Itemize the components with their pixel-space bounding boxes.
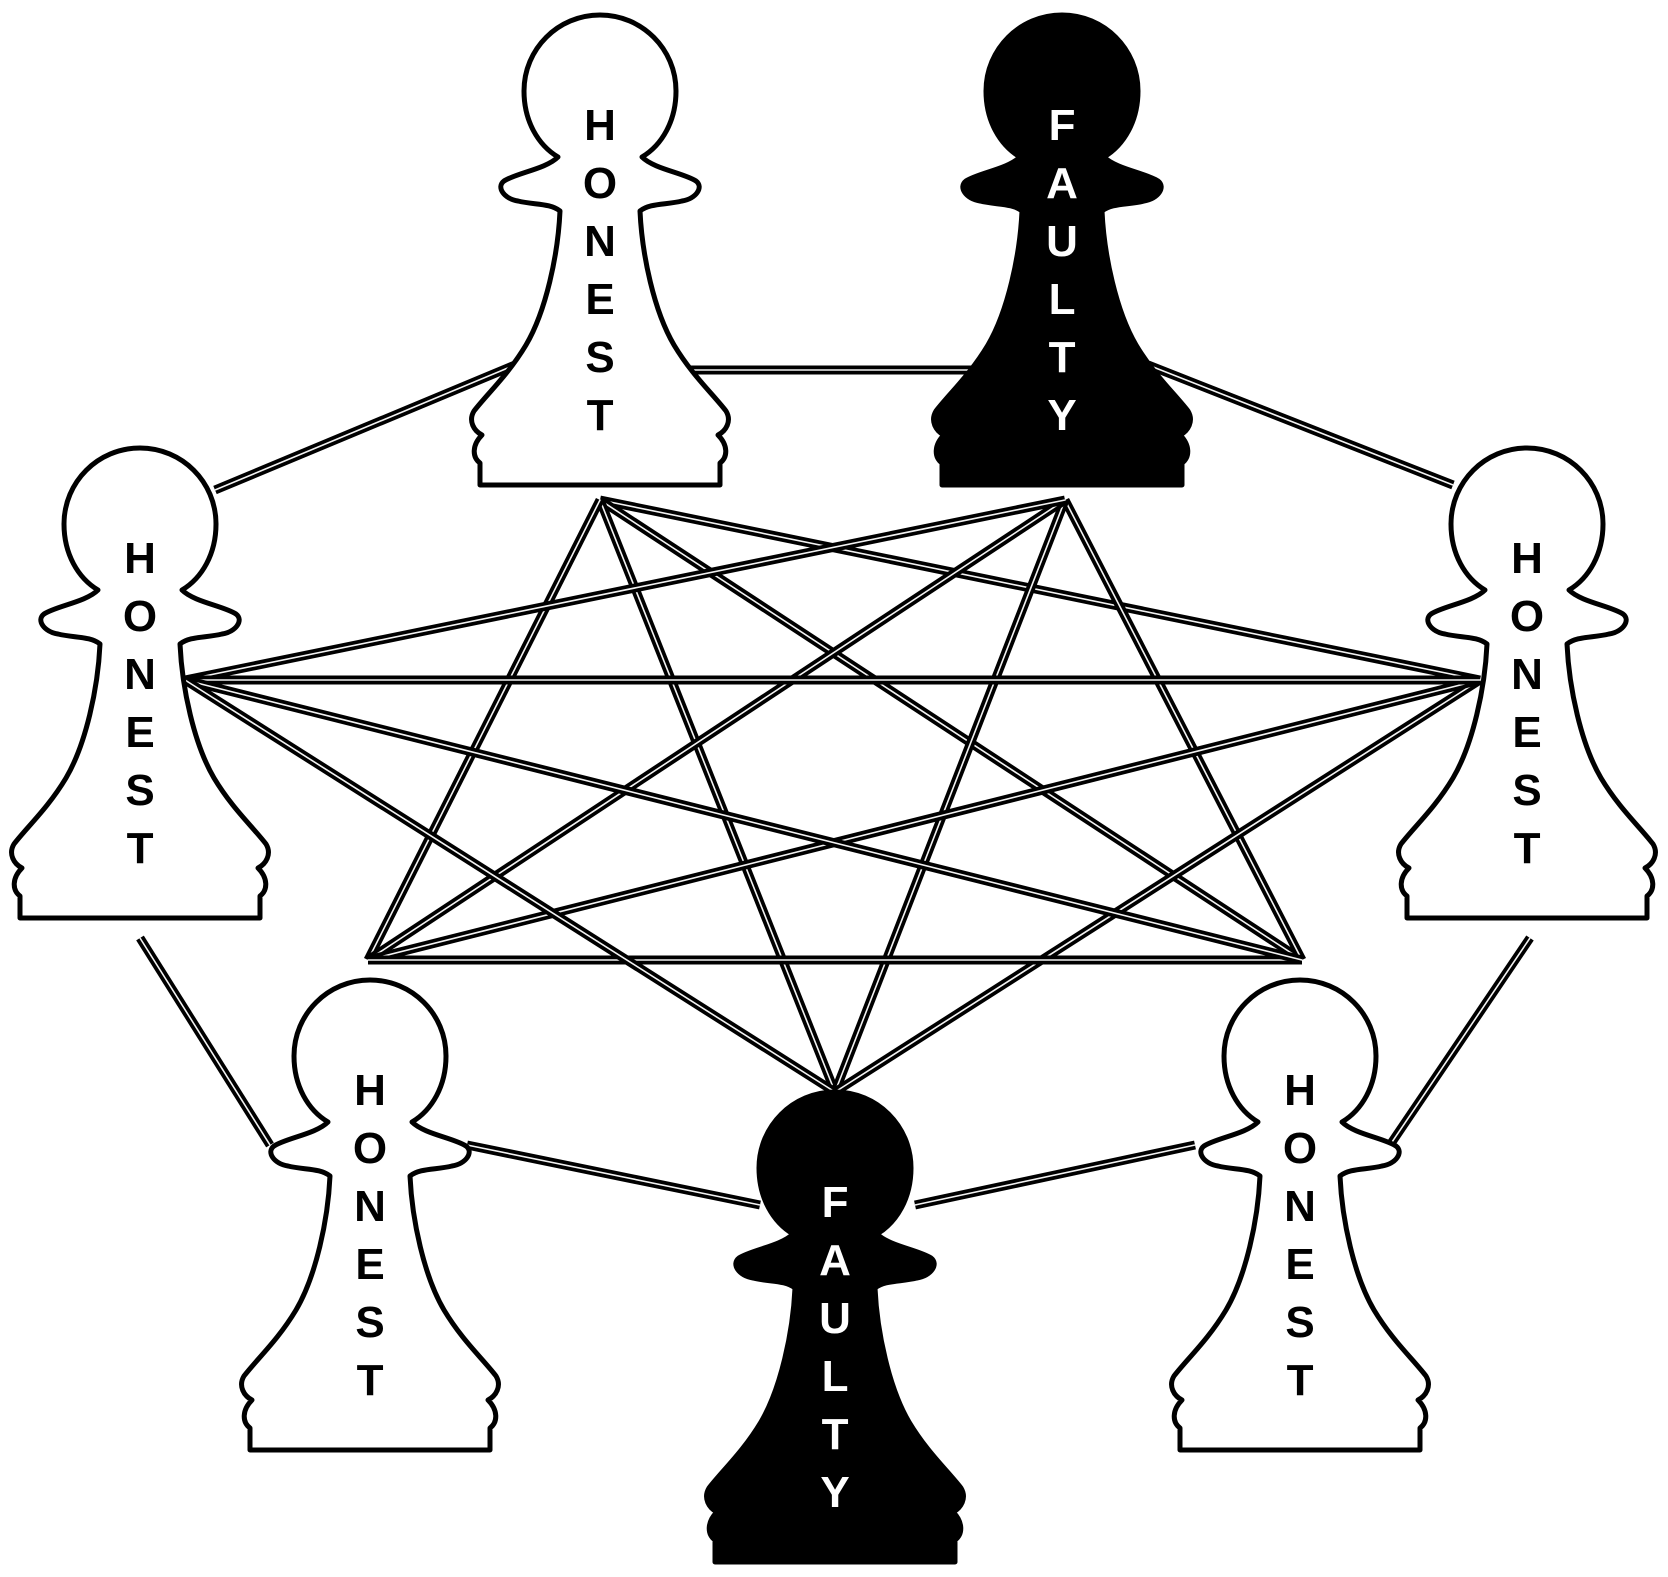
pawn-icon — [9, 445, 271, 921]
edge-top-right-left — [184, 495, 1066, 685]
pawn-icon — [239, 977, 501, 1453]
pawn-icon — [1169, 977, 1431, 1453]
edge-bottom-right-bottom — [914, 1140, 1196, 1210]
edge-bottom-left — [182, 676, 838, 1096]
edge-top-left-bottom — [595, 498, 840, 1094]
edge-bottom-left-left — [136, 935, 274, 1148]
pawn-icon — [931, 12, 1193, 488]
edge-top-left-bottom-left — [363, 497, 605, 963]
edge-right-bottom-right — [1386, 935, 1534, 1148]
edge-top-left-left — [213, 360, 517, 495]
pawn-icon — [704, 1089, 966, 1565]
pawn-icon — [1396, 445, 1658, 921]
edge-right-bottom-left — [366, 675, 1482, 965]
edges — [136, 360, 1534, 1210]
edge-bottom-right-left — [183, 675, 1304, 965]
edge-top-right-right — [1146, 360, 1455, 490]
edge-top-right-bottom — [830, 498, 1070, 1094]
edge-top-left-right — [599, 495, 1481, 685]
edge-right-bottom — [832, 676, 1483, 1096]
edge-top-right-bottom-left — [365, 496, 1068, 964]
edge-bottom-bottom-left — [466, 1140, 761, 1210]
edge-top-left-bottom-right — [597, 496, 1305, 964]
edge-top-right-bottom-right — [1060, 497, 1307, 963]
pawn-icon — [469, 12, 731, 488]
